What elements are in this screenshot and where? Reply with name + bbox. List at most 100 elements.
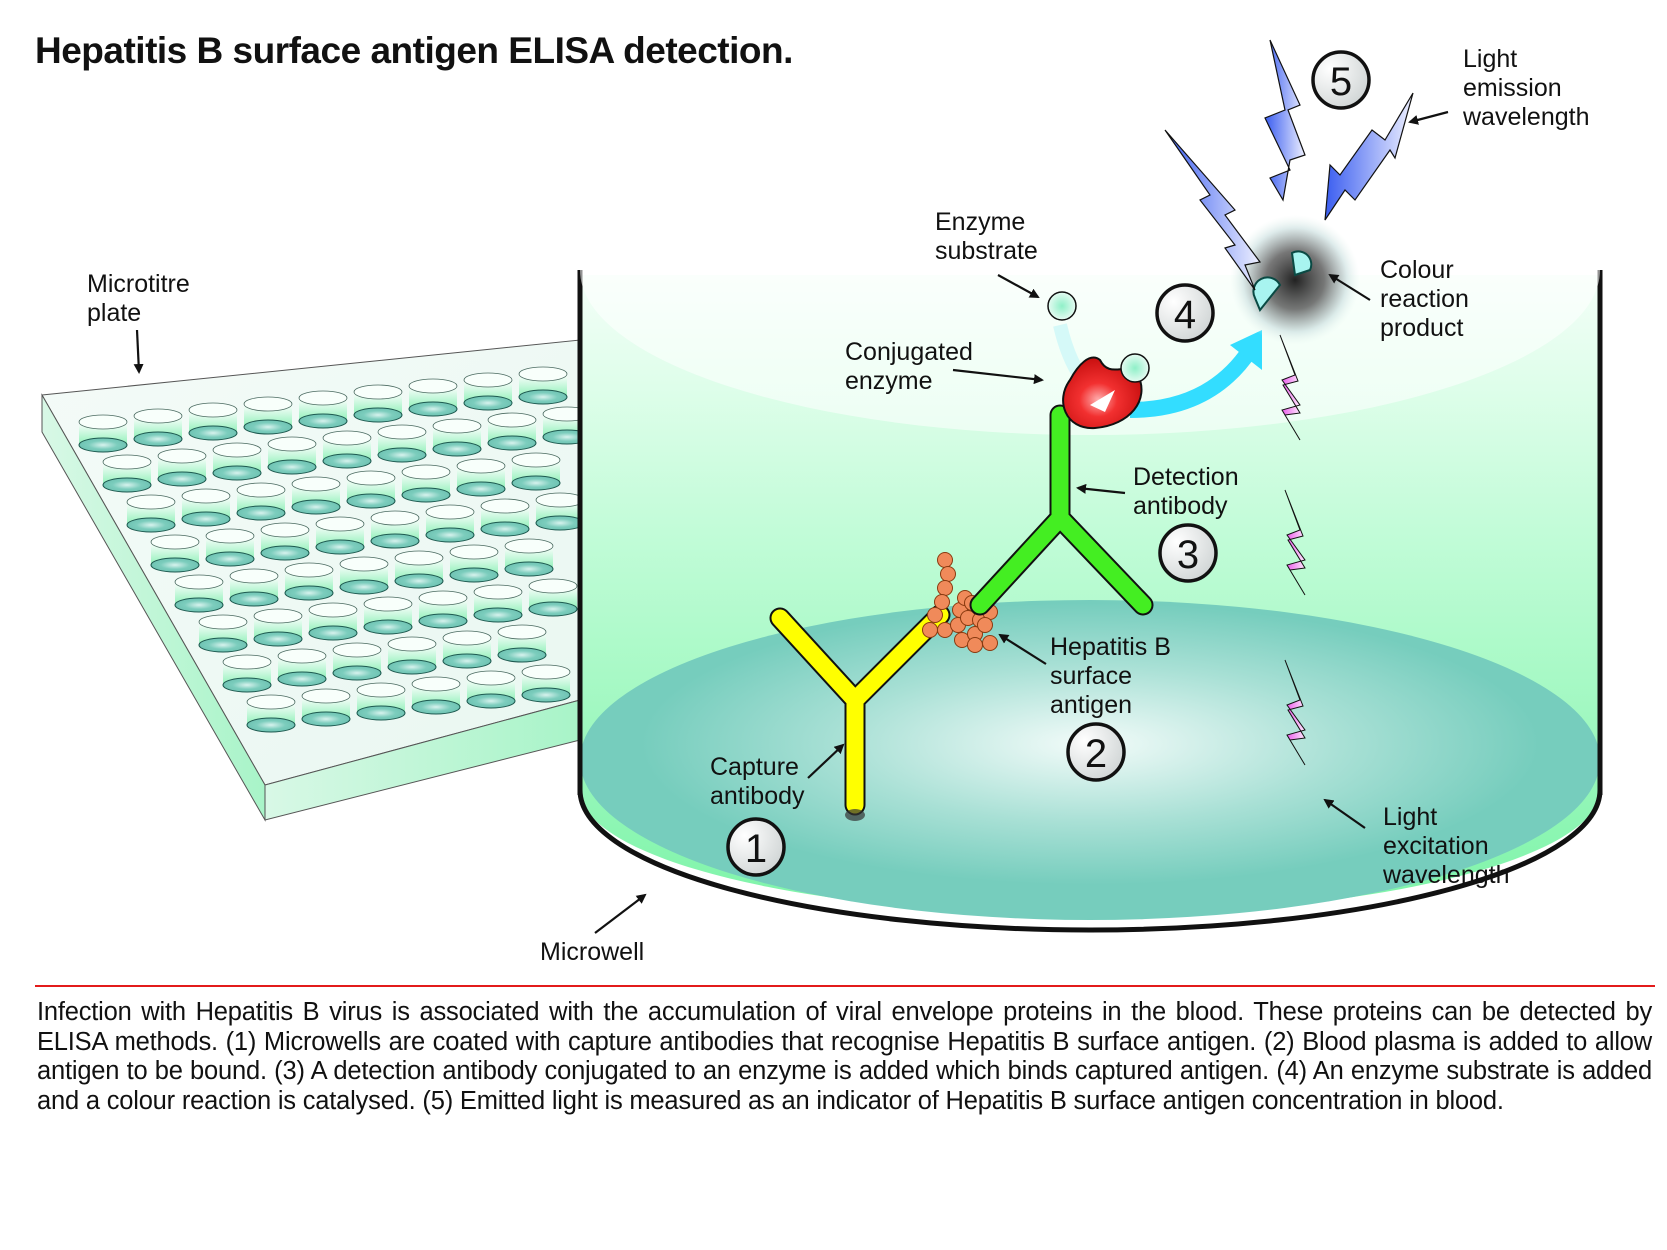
- label-detection-antibody: Detection antibody: [1133, 463, 1246, 520]
- antigen-particle: [937, 552, 953, 568]
- caption-divider: [35, 985, 1655, 987]
- plate-well: [322, 430, 372, 469]
- plate-well: [387, 636, 437, 675]
- plate-well: [188, 402, 238, 441]
- plate-well: [466, 670, 516, 709]
- svg-text:1: 1: [745, 827, 767, 871]
- plate-well: [473, 584, 523, 623]
- plate-well: [401, 464, 451, 503]
- step-marker-3: 3: [1158, 523, 1218, 583]
- antigen-particle: [982, 635, 998, 651]
- antigen-particle: [940, 566, 956, 582]
- step-marker-5: 5: [1311, 50, 1371, 110]
- svg-text:4: 4: [1174, 293, 1196, 337]
- conjugated-enzyme: [1062, 353, 1150, 430]
- plate-well: [260, 522, 310, 561]
- plate-well: [78, 414, 128, 453]
- label-enzyme-substrate: Enzyme substrate: [935, 208, 1038, 265]
- label-light-emission: Light emission wavelength: [1462, 45, 1589, 131]
- plate-well: [463, 372, 513, 411]
- plate-well: [308, 602, 358, 641]
- plate-well: [370, 510, 420, 549]
- plate-well: [246, 694, 296, 733]
- antigen-particle: [934, 594, 950, 610]
- plate-well: [449, 544, 499, 583]
- capture-antibody: [769, 604, 951, 821]
- plate-well: [229, 568, 279, 607]
- plate-well: [284, 562, 334, 601]
- label-colour-reaction-product: Colour reaction product: [1380, 256, 1476, 342]
- labels: Microtitre plate Microwell Capture antib…: [87, 45, 1589, 966]
- plate-well: [291, 476, 341, 515]
- plate-well: [301, 688, 351, 727]
- plate-well: [298, 390, 348, 429]
- plate-well: [535, 492, 585, 531]
- plate-well: [377, 424, 427, 463]
- step-marker-1: 1: [726, 817, 786, 877]
- figure-caption: Infection with Hepatitis B virus is asso…: [37, 998, 1652, 1115]
- plate-well: [425, 504, 475, 543]
- plate-well: [126, 494, 176, 533]
- plate-well: [528, 578, 578, 617]
- antigen-particle: [967, 637, 983, 653]
- label-arrows: [133, 110, 1449, 934]
- plate-well: [253, 608, 303, 647]
- plate-well: [432, 418, 482, 457]
- plate-well: [353, 384, 403, 423]
- plate-well: [174, 574, 224, 613]
- plate-well: [497, 624, 547, 663]
- plate-well: [418, 590, 468, 629]
- plate-wells: [78, 366, 592, 733]
- plate-well: [133, 408, 183, 447]
- antigen-particle: [937, 580, 953, 596]
- antigen-particle: [922, 622, 938, 638]
- excitation-bolt: [1279, 334, 1301, 441]
- plate-well: [346, 470, 396, 509]
- light-emission-bolts: [1164, 39, 1414, 291]
- svg-text:5: 5: [1330, 60, 1352, 104]
- plate-well: [511, 452, 561, 491]
- plate-well: [332, 642, 382, 681]
- label-microwell: Microwell: [540, 938, 644, 966]
- colour-reaction-product: [1230, 215, 1360, 345]
- antigen-particle: [927, 607, 943, 623]
- label-hbsag: Hepatitis B surface antigen: [1050, 633, 1178, 719]
- plate-well: [456, 458, 506, 497]
- plate-well: [198, 614, 248, 653]
- svg-text:3: 3: [1177, 533, 1199, 577]
- plate-well: [267, 436, 317, 475]
- figure-title: Hepatitis B surface antigen ELISA detect…: [35, 30, 793, 71]
- label-capture-antibody: Capture antibody: [710, 753, 806, 810]
- label-microtitre-plate: Microtitre plate: [87, 270, 197, 327]
- plate-well: [356, 682, 406, 721]
- svg-text:2: 2: [1085, 732, 1107, 776]
- plate-well: [521, 664, 571, 703]
- label-conjugated-enzyme: Conjugated enzyme: [845, 338, 980, 395]
- plate-well: [277, 648, 327, 687]
- plate-well: [181, 488, 231, 527]
- plate-well: [408, 378, 458, 417]
- microtitre-plate: [41, 339, 592, 822]
- plate-well: [157, 448, 207, 487]
- step-markers: 1 2 3 4 5: [726, 50, 1371, 877]
- plate-well: [487, 412, 537, 451]
- plate-well: [222, 654, 272, 693]
- detection-antibody: [969, 404, 1154, 616]
- plate-well: [236, 482, 286, 521]
- plate-well: [339, 556, 389, 595]
- step-marker-2: 2: [1066, 722, 1126, 782]
- step-marker-4: 4: [1155, 283, 1215, 343]
- plate-well: [363, 596, 413, 635]
- plate-well: [411, 676, 461, 715]
- antigen-particle: [977, 617, 993, 633]
- microwell-cylinder: [577, 105, 1603, 933]
- plate-well: [480, 498, 530, 537]
- plate-well: [150, 534, 200, 573]
- label-light-excitation: Light excitation wavelength: [1382, 803, 1509, 889]
- plate-well: [315, 516, 365, 555]
- plate-well: [243, 396, 293, 435]
- enzyme-substrate-molecule: [1047, 291, 1077, 321]
- plate-well: [504, 538, 554, 577]
- excitation-bolt: [1284, 659, 1306, 766]
- plate-well: [212, 442, 262, 481]
